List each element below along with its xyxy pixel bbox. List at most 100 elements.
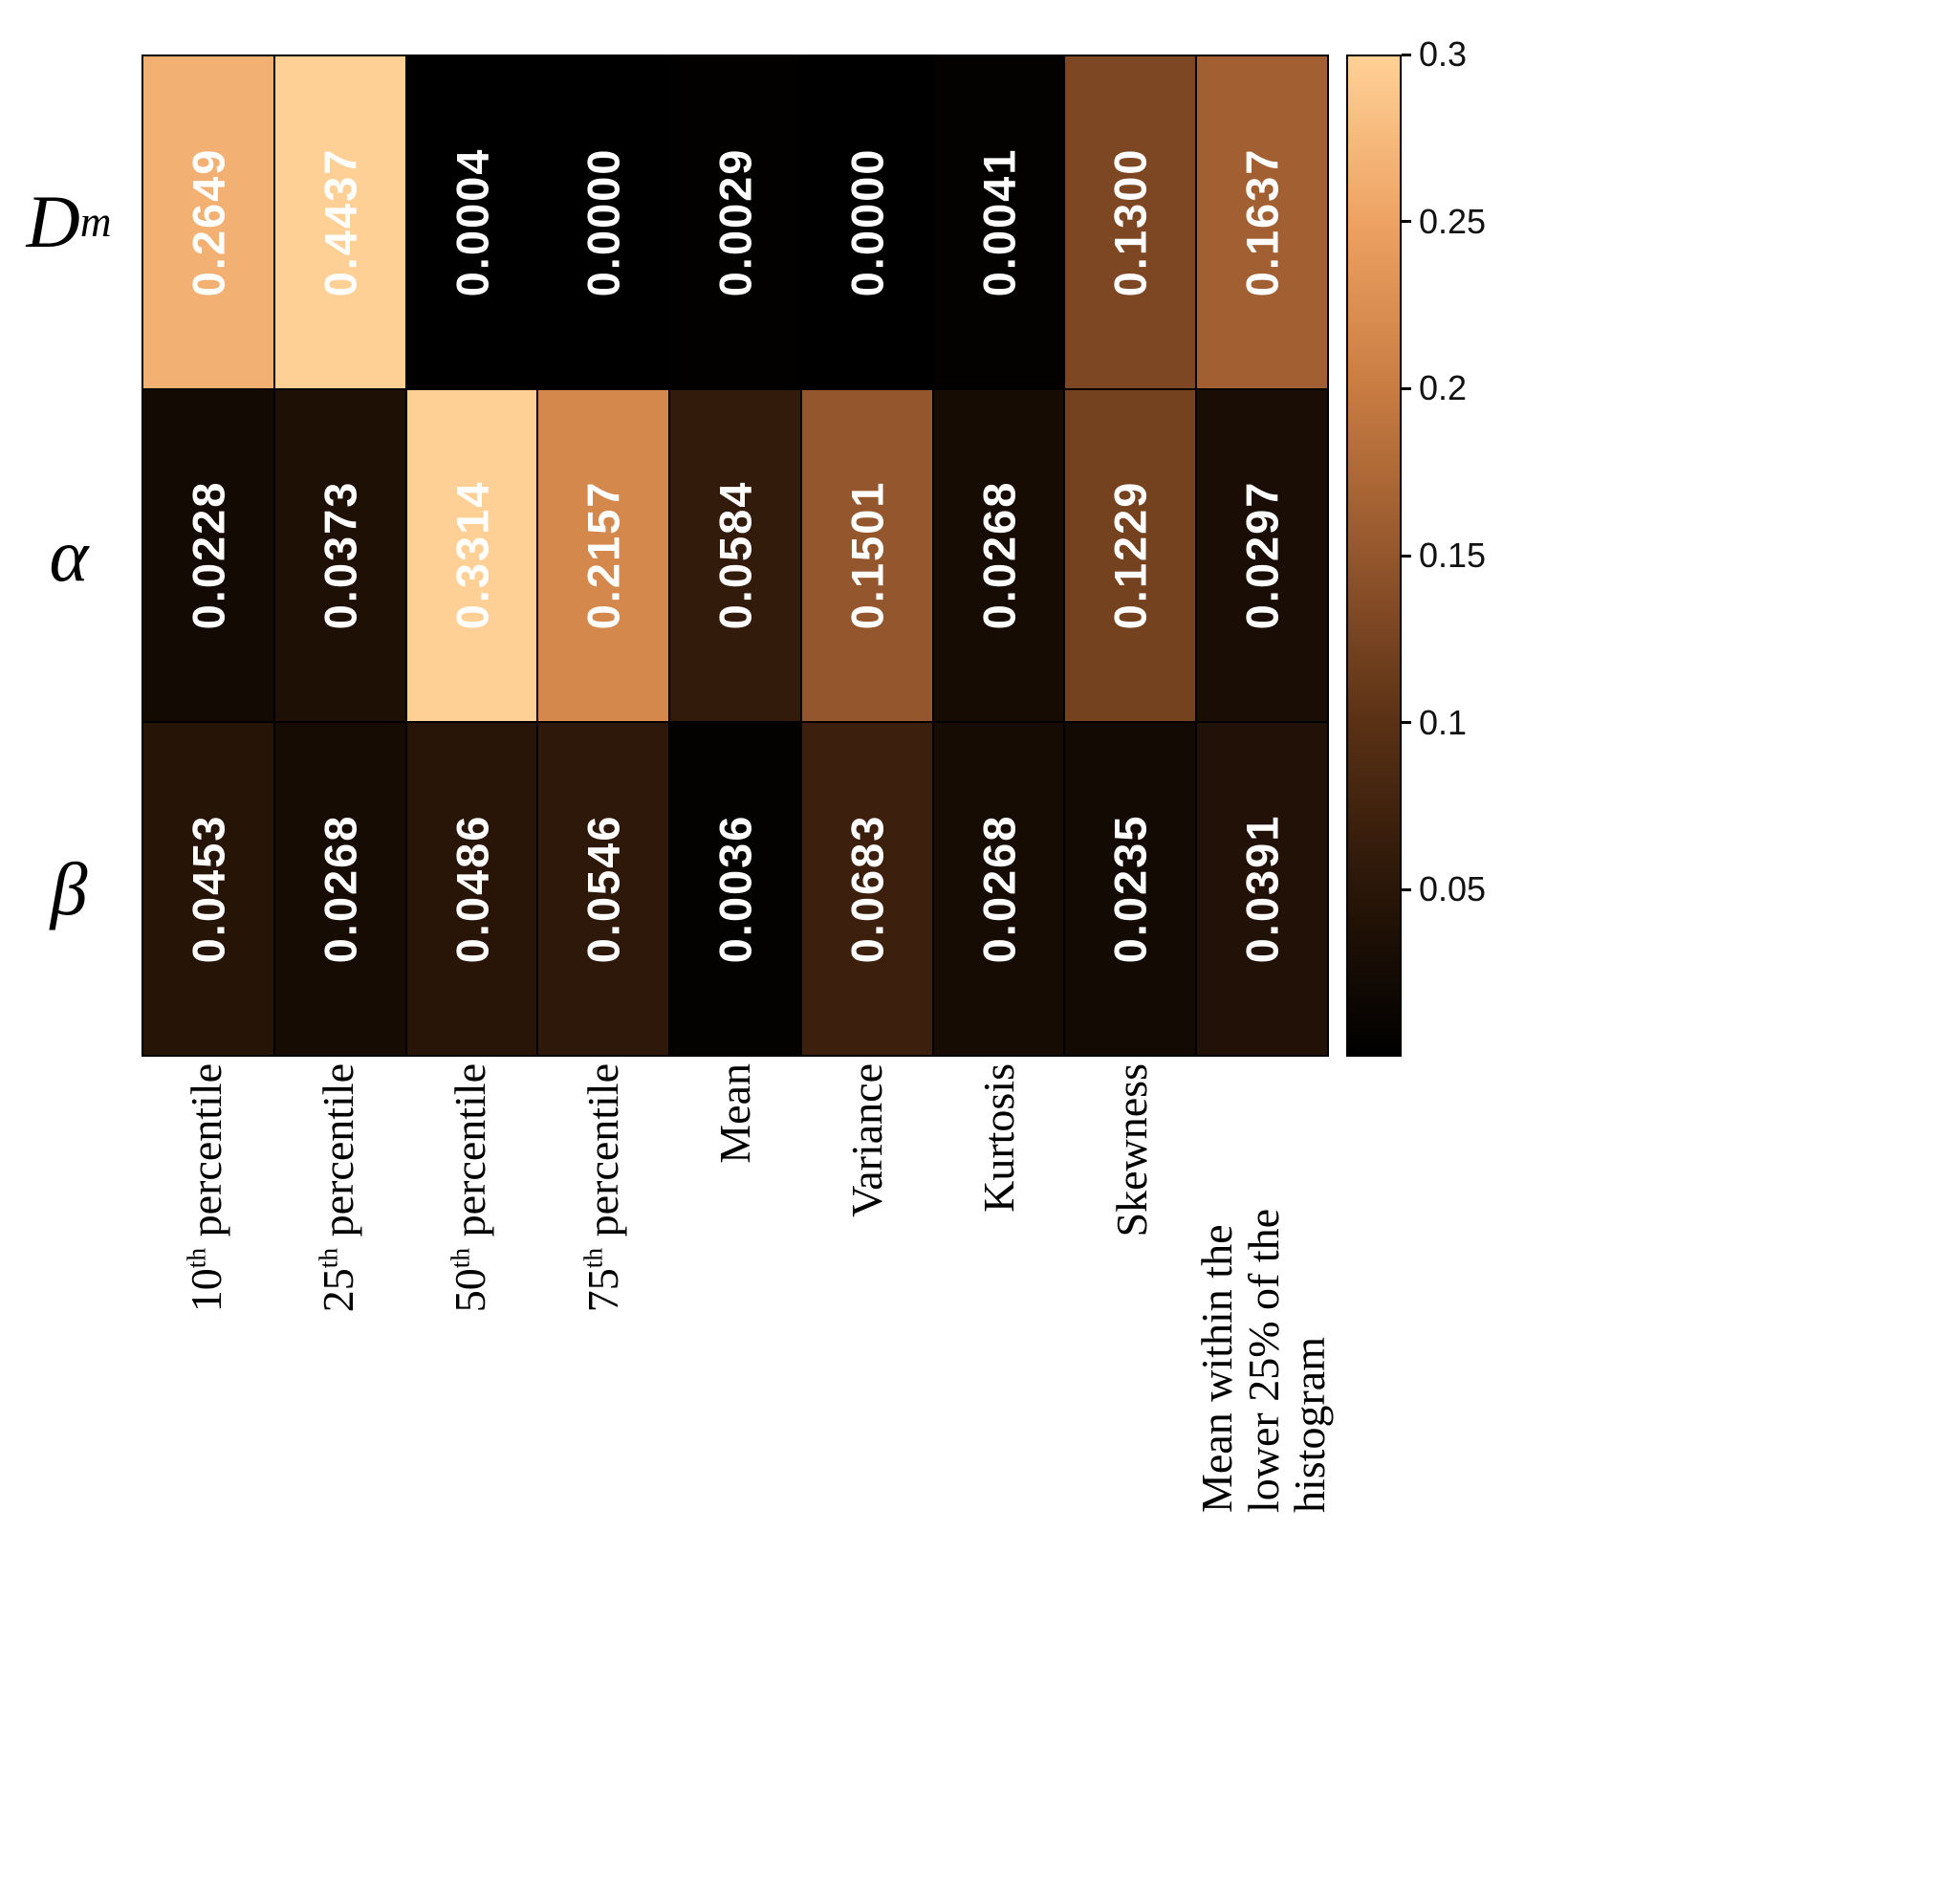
column-label: Skewness	[1067, 1063, 1197, 1513]
column-label-text: Mean	[670, 1063, 800, 1513]
heatmap-cell: 0.0029	[670, 56, 800, 388]
colorbar-tick-mark	[1402, 554, 1411, 558]
colorbar-tick: 0.25	[1402, 202, 1486, 242]
column-label-text: 50th percentile	[405, 1063, 535, 1513]
column-label-text-span: 10th percentile	[181, 1063, 230, 1313]
heatmap-cell: 0.0268	[933, 389, 1064, 722]
ordinal-superscript: th	[577, 1247, 607, 1269]
heatmap-cell: 0.2649	[143, 56, 273, 388]
heatmap-cell: 0.0391	[1197, 723, 1327, 1055]
colorbar-tick-label: 0.2	[1419, 368, 1468, 408]
heatmap: 0.2649 0.4437 0.0004 0.0000 0.0029 0.0000 0.00…	[142, 55, 1329, 1057]
column-label-text-span: 75th percentile	[577, 1063, 627, 1313]
column-label-text-span: Kurtosis	[973, 1063, 1023, 1213]
row-label: β	[0, 723, 138, 1057]
cell-value: 0.0036	[709, 814, 761, 964]
heatmap-cell: 0.0584	[670, 389, 800, 722]
colorbar-tick-label: 0.25	[1419, 201, 1487, 241]
column-label-text: Kurtosis	[934, 1063, 1064, 1513]
heatmap-cell: 0.1501	[801, 389, 932, 722]
cell-value: 0.0000	[841, 147, 893, 297]
heatmap-cell: 0.0228	[143, 389, 273, 722]
heatmap-cell: 0.1300	[1065, 56, 1196, 388]
cell-value: 0.0268	[315, 814, 366, 964]
heatmap-cell: 0.0041	[933, 56, 1064, 388]
heatmap-cell: 0.0004	[406, 56, 537, 388]
column-label-text-span: Mean within the lower 25% of the histogr…	[1191, 1208, 1335, 1513]
column-label: Kurtosis	[934, 1063, 1064, 1513]
colorbar-tick-mark	[1402, 53, 1411, 56]
cell-value: 0.1501	[841, 481, 893, 630]
heatmap-cell: 0.0036	[670, 723, 800, 1055]
cell-value: 0.0228	[183, 481, 234, 630]
cell-value: 0.3314	[446, 481, 497, 630]
colorbar-tick-label: 0.3	[1419, 34, 1468, 74]
colorbar-tick: 0.2	[1402, 368, 1467, 408]
column-label-text-span: Variance	[841, 1063, 891, 1217]
colorbar-tick: 0.15	[1402, 536, 1486, 576]
colorbar-tick: 0.3	[1402, 34, 1467, 75]
heatmap-cell: 0.0453	[143, 723, 273, 1055]
heatmap-cell: 0.0235	[1065, 723, 1196, 1055]
heatmap-cell: 0.0000	[801, 56, 932, 388]
cell-value: 0.0029	[709, 147, 761, 297]
cell-value: 0.0297	[1236, 481, 1288, 630]
cell-value: 0.0453	[183, 814, 234, 964]
column-label: 75th percentile	[538, 1063, 668, 1513]
column-label: Variance	[802, 1063, 932, 1513]
cell-value: 0.2649	[183, 147, 234, 297]
heatmap-cell: 0.0546	[538, 723, 669, 1055]
column-label: 50th percentile	[405, 1063, 535, 1513]
heatmap-cell: 0.0373	[274, 389, 405, 722]
ordinal-superscript: th	[181, 1247, 211, 1269]
column-label-text-span: Skewness	[1106, 1063, 1156, 1237]
cell-value: 0.0584	[709, 481, 761, 630]
row-label-symbol: β	[50, 847, 88, 931]
row-label-symbol: α	[49, 513, 89, 597]
heatmap-cell: 0.0486	[406, 723, 537, 1055]
column-label-text-span: 50th percentile	[445, 1063, 495, 1313]
colorbar-tick-mark	[1402, 721, 1411, 725]
column-label: Mean	[670, 1063, 800, 1513]
cell-value: 0.1300	[1104, 147, 1156, 297]
heatmap-cell: 0.2157	[538, 389, 669, 722]
heatmap-cell: 0.4437	[274, 56, 405, 388]
row-label: α	[0, 388, 138, 722]
heatmap-cell: 0.0000	[538, 56, 669, 388]
colorbar-tick-label: 0.15	[1419, 536, 1487, 575]
column-label-text: 75th percentile	[538, 1063, 668, 1513]
cell-value: 0.1637	[1236, 147, 1288, 297]
cell-value: 0.0041	[973, 147, 1025, 297]
heatmap-cell: 0.0268	[274, 723, 405, 1055]
row-label-symbol: D	[26, 179, 80, 263]
column-label: Mean within the lower 25% of the histogr…	[1192, 1063, 1335, 1513]
colorbar-tick-mark	[1402, 887, 1411, 891]
heatmap-cell: 0.0683	[801, 723, 932, 1055]
cell-value: 0.0683	[841, 814, 893, 964]
colorbar-tick: 0.1	[1402, 703, 1467, 743]
cell-value: 0.0391	[1236, 814, 1288, 964]
column-label-text: 25th percentile	[273, 1063, 403, 1513]
colorbar-tick-mark	[1402, 220, 1411, 224]
column-label-text-span: Mean	[709, 1063, 759, 1164]
column-label-text-span: 25th percentile	[313, 1063, 362, 1313]
cell-value: 0.0004	[446, 147, 497, 297]
heatmap-cell: 0.1229	[1065, 389, 1196, 722]
column-label-text: Variance	[802, 1063, 932, 1513]
x-axis-labels: 10th percentile 25th percentile 50th perce…	[142, 1063, 1335, 1513]
cell-value: 0.0486	[446, 814, 497, 964]
cell-value: 0.0546	[577, 814, 629, 964]
heatmap-cell: 0.1637	[1197, 56, 1327, 388]
cell-value: 0.2157	[577, 481, 629, 630]
cell-value: 0.0000	[577, 147, 629, 297]
cell-value: 0.4437	[315, 147, 366, 297]
column-label: 10th percentile	[142, 1063, 272, 1513]
column-label-text: Mean within the lower 25% of the histogr…	[1192, 1063, 1335, 1513]
colorbar-gradient	[1346, 55, 1402, 1057]
column-label-text: 10th percentile	[142, 1063, 272, 1513]
cell-value: 0.1229	[1104, 481, 1156, 630]
